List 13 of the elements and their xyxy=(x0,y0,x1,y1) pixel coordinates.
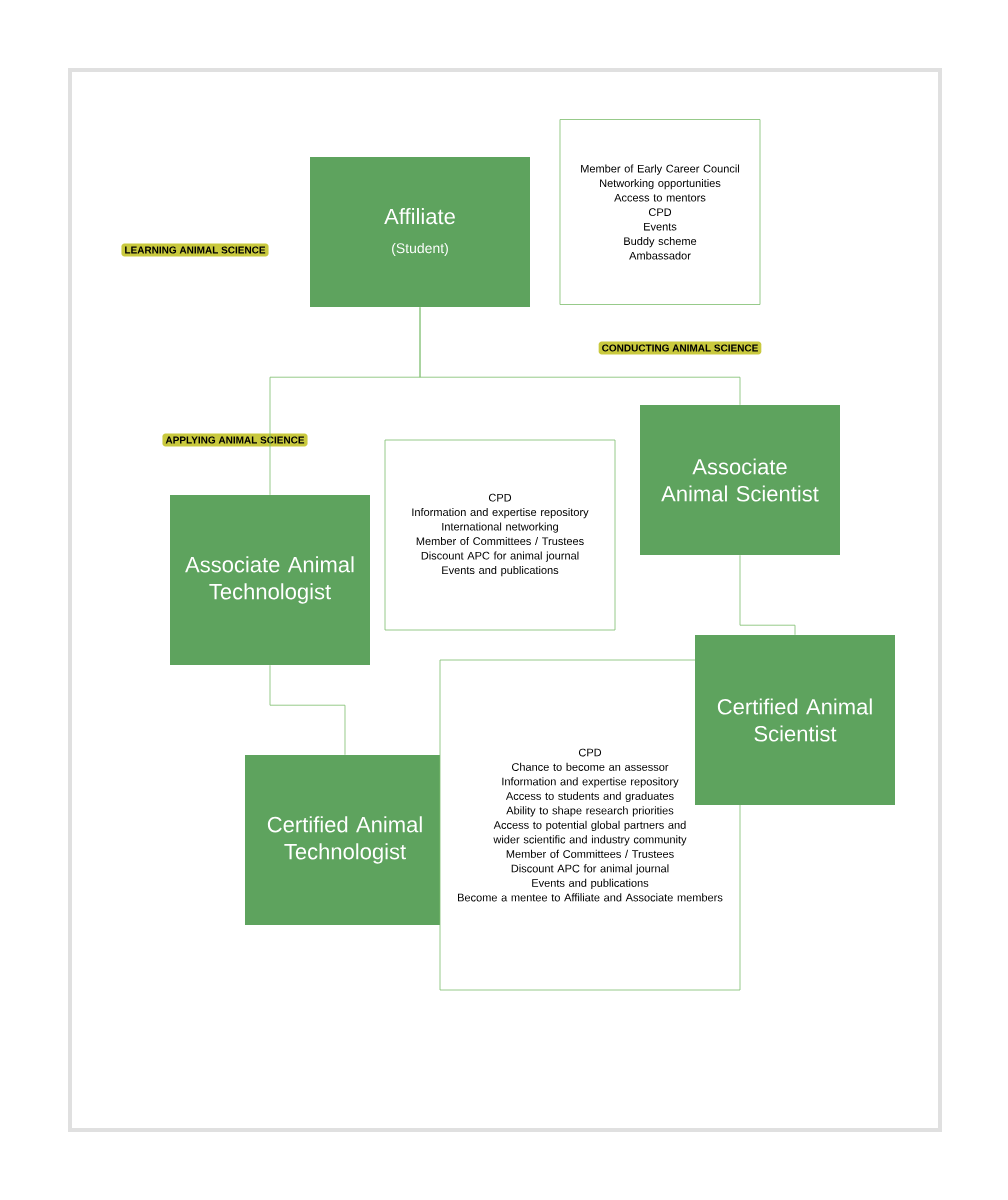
benefits-box: Member of Early Career Council Networking opportunities Access to mentors CPD Events Buddy scheme Ambassador xyxy=(559,119,761,305)
level-box: Certified Animal Technologist xyxy=(245,755,445,925)
connector-line xyxy=(739,554,796,636)
level-box: Associate Animal Scientist xyxy=(640,405,840,555)
category-tag: LEARNING ANIMAL SCIENCE xyxy=(121,243,269,257)
level-box: Affiliate (Student) xyxy=(310,157,530,307)
category-tag: APPLYING ANIMAL SCIENCE xyxy=(162,433,308,447)
benefits-box: CPD Information and expertise repository International networking Member of Committees / Trustees Discount APC for animal journal Events and publications xyxy=(384,439,616,631)
connector-line xyxy=(269,664,346,756)
level-box: Certified Animal Scientist xyxy=(695,635,895,805)
level-box: Associate Animal Technologist xyxy=(170,495,370,665)
category-tag: CONDUCTING ANIMAL SCIENCE xyxy=(598,341,762,355)
connector-line xyxy=(419,306,741,406)
